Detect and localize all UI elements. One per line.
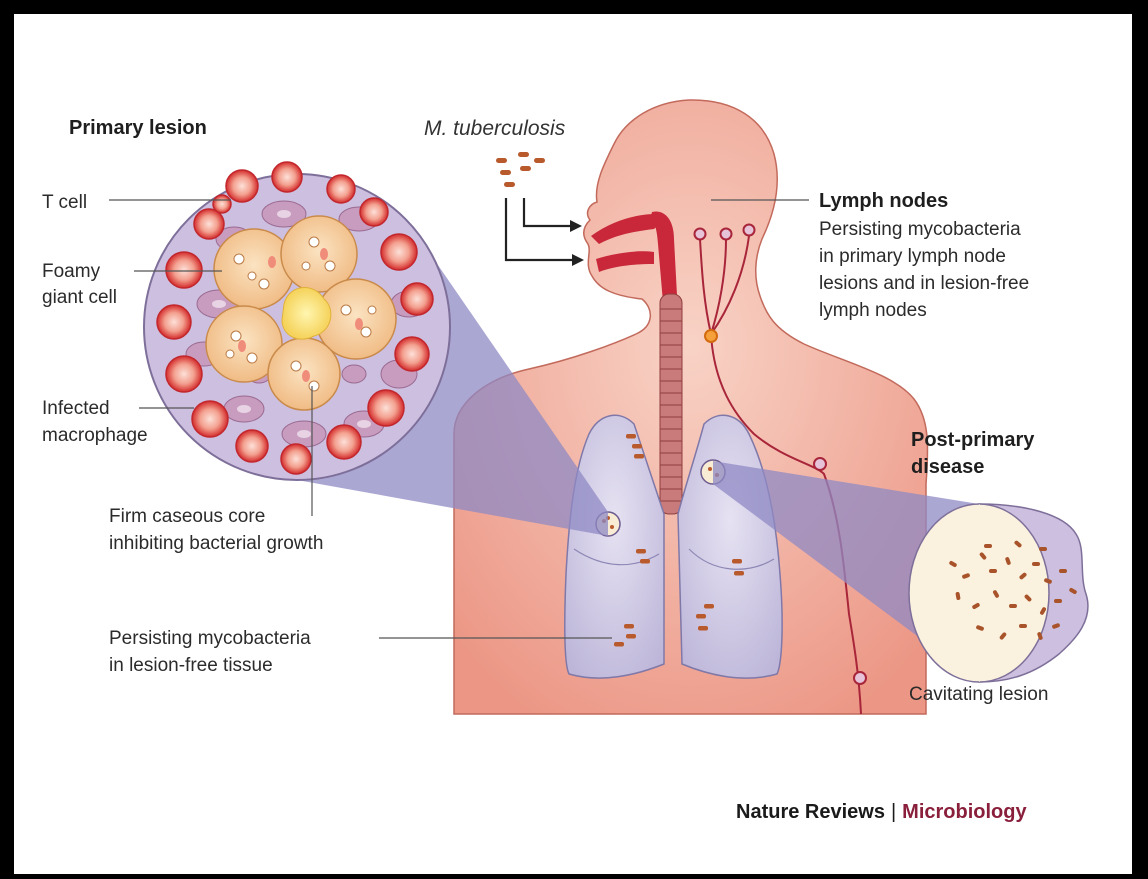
brand-line: Nature Reviews | Microbiology bbox=[736, 801, 1027, 823]
brand-separator: | bbox=[891, 801, 896, 823]
label-firm-1: Firm caseous core bbox=[109, 506, 265, 527]
label-firm-2: inhibiting bacterial growth bbox=[109, 533, 323, 554]
cavitating-lesion bbox=[909, 504, 1088, 682]
label-m-tuberculosis: M. tuberculosis bbox=[424, 117, 566, 140]
label-persist-2: in lesion-free tissue bbox=[109, 655, 273, 676]
arrow-head-lower bbox=[572, 254, 584, 266]
label-persist-1: Persisting mycobacteria bbox=[109, 628, 311, 649]
label-infected-2: macrophage bbox=[42, 425, 148, 446]
label-foamy-1: Foamy bbox=[42, 261, 101, 282]
arrow-head-upper bbox=[570, 220, 582, 232]
label-lymph-4: lymph nodes bbox=[819, 300, 927, 321]
tuberculosis-diagram: Primary lesion M. tuberculosis T cell Fo… bbox=[14, 14, 1132, 874]
label-lymph-title: Lymph nodes bbox=[819, 190, 948, 212]
label-post-1: Post-primary bbox=[911, 429, 1035, 451]
diagram-frame: Primary lesion M. tuberculosis T cell Fo… bbox=[14, 14, 1132, 874]
label-foamy-2: giant cell bbox=[42, 287, 117, 308]
label-cavitating: Cavitating lesion bbox=[909, 684, 1048, 705]
label-lymph-1: Persisting mycobacteria bbox=[819, 219, 1021, 240]
label-post-2: disease bbox=[911, 456, 984, 478]
brand-journal: Nature Reviews bbox=[736, 801, 885, 823]
label-lymph-2: in primary lymph node bbox=[819, 246, 1006, 267]
brand-section: Microbiology bbox=[902, 801, 1027, 823]
label-lymph-3: lesions and in lesion-free bbox=[819, 273, 1029, 294]
label-t-cell: T cell bbox=[42, 192, 87, 213]
inhalation-arrows bbox=[506, 198, 576, 260]
primary-lesion-granuloma bbox=[144, 162, 450, 480]
airborne-bacilli bbox=[496, 152, 545, 187]
label-infected-1: Infected bbox=[42, 398, 110, 419]
label-primary-lesion: Primary lesion bbox=[69, 117, 207, 139]
